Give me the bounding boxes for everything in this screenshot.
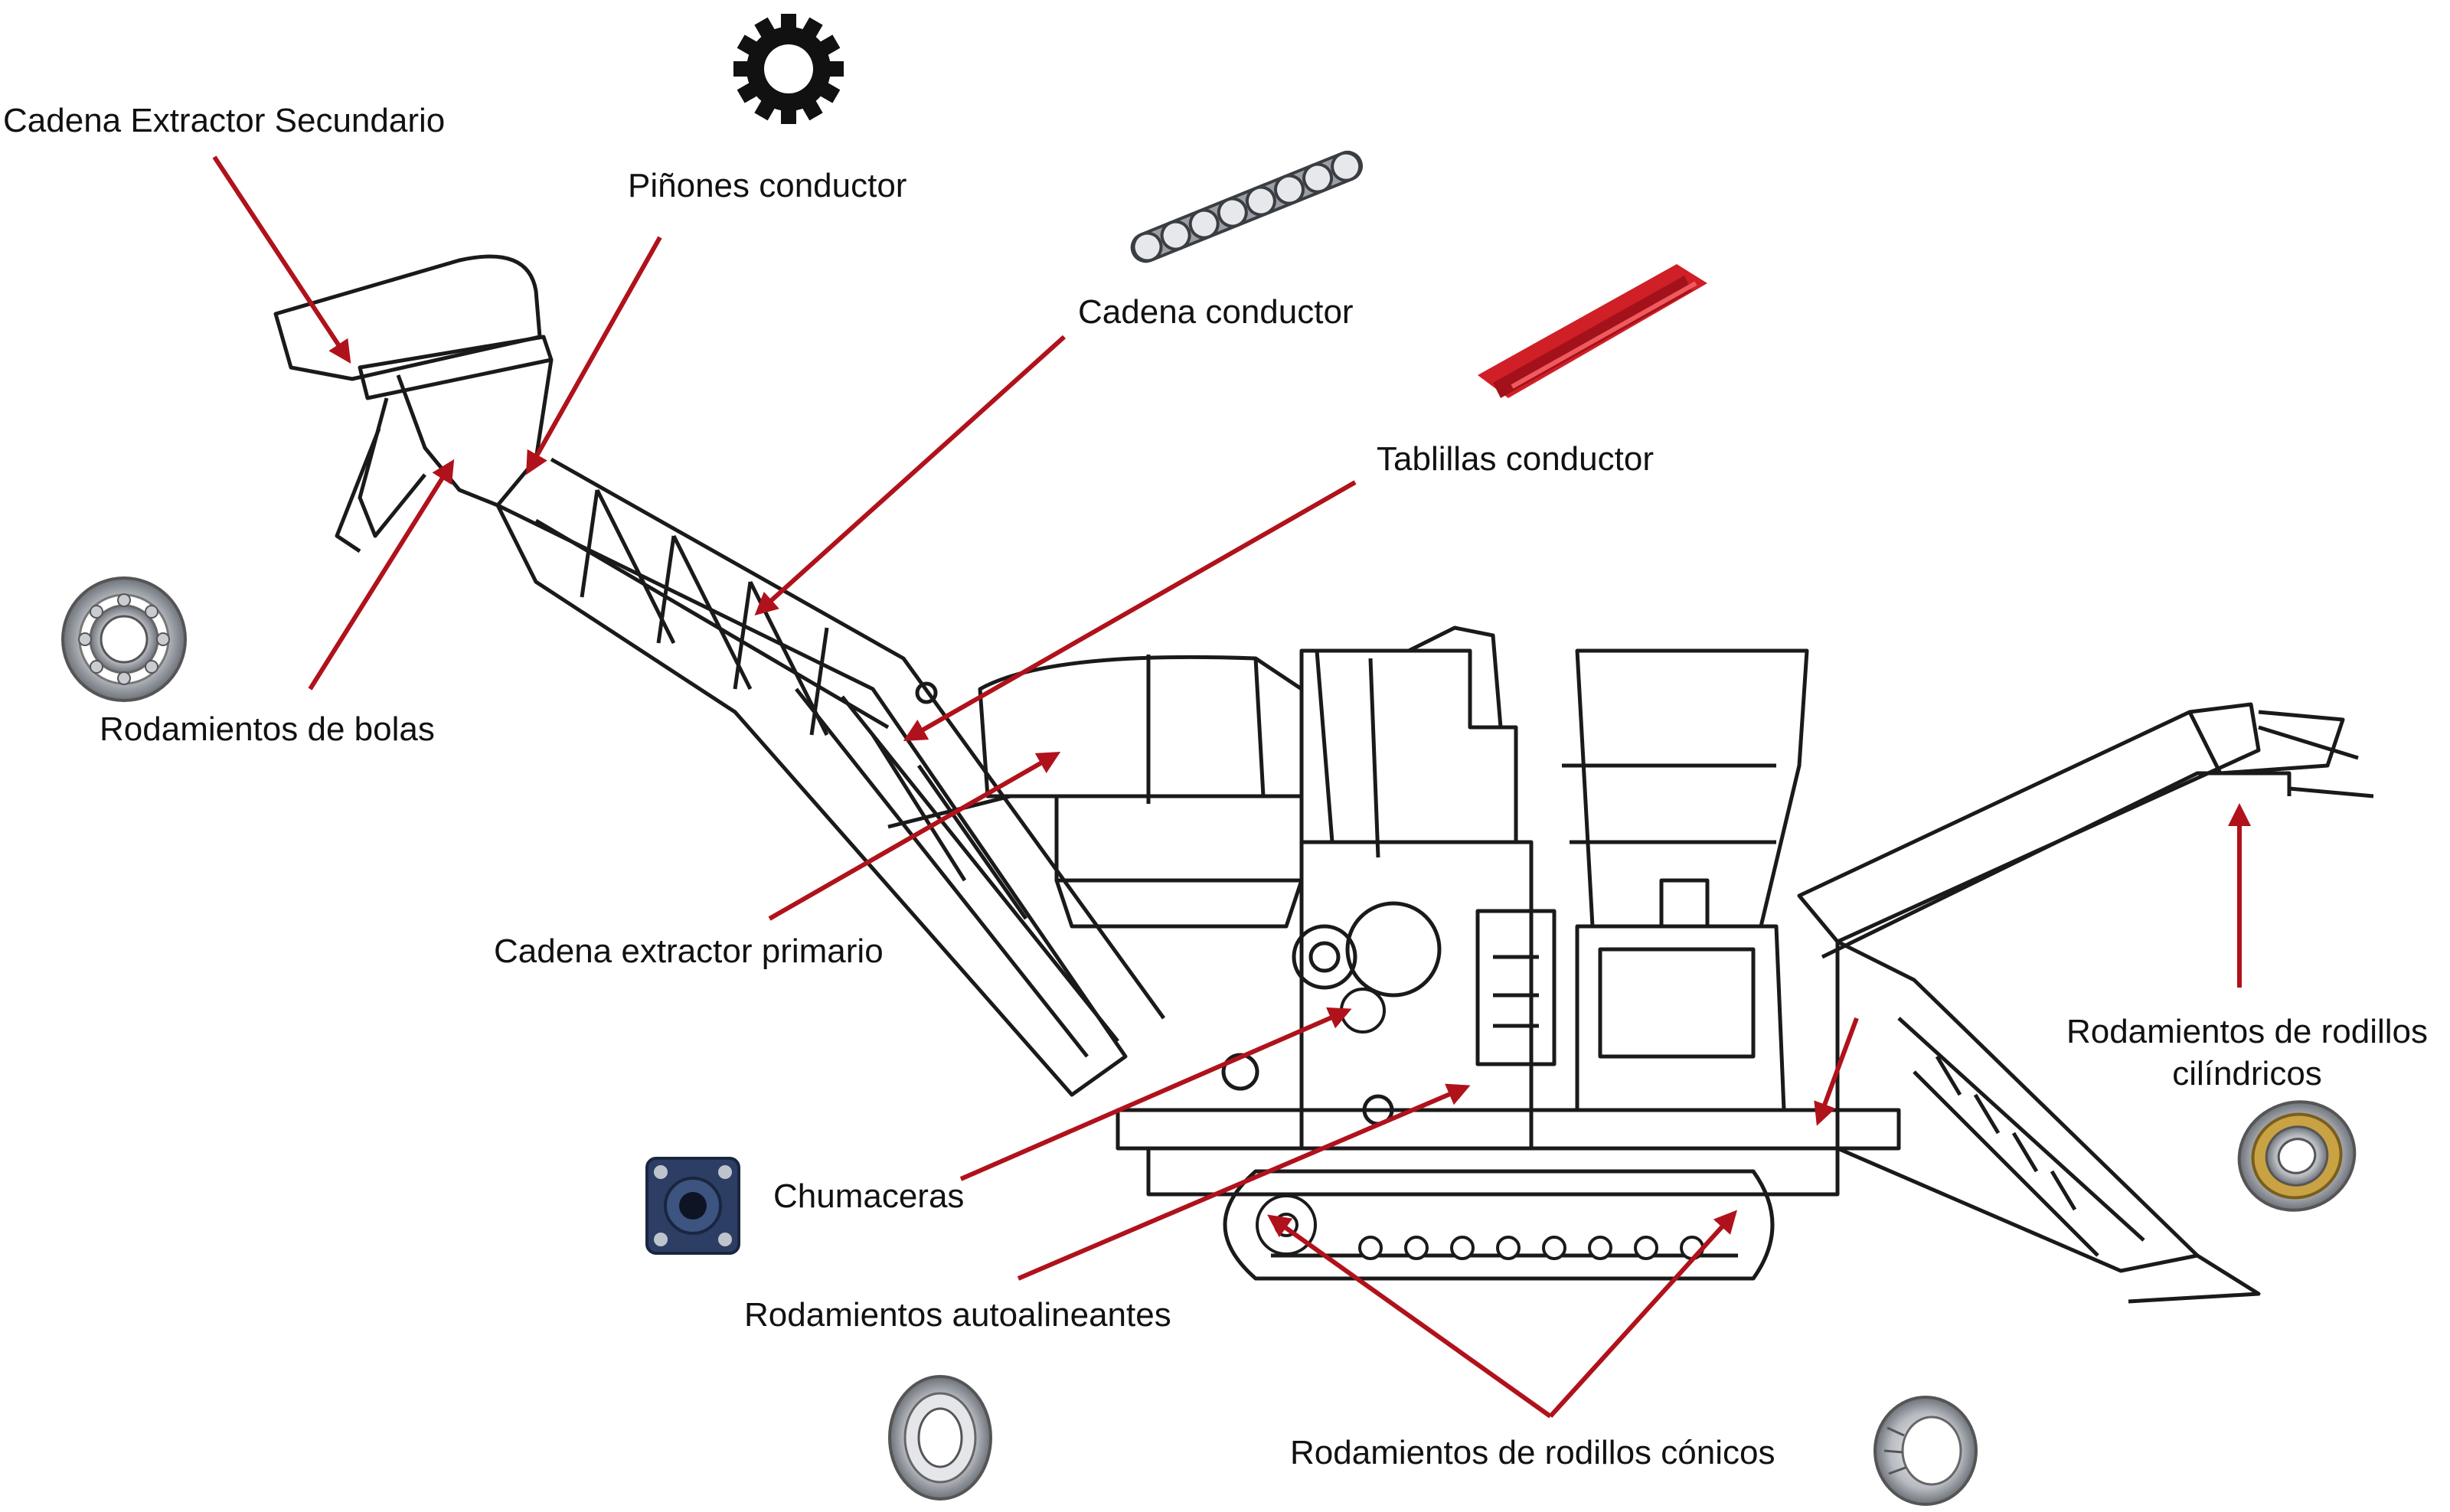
ball-bearing-icon <box>61 576 187 702</box>
sprocket-icon <box>733 14 844 124</box>
arrow-rodillos-cilindricos-2 <box>1814 1017 1859 1126</box>
arrow-rodamientos-de-bolas <box>308 459 455 691</box>
label-tablillas-conductor: Tablillas conductor <box>1377 440 1654 478</box>
label-cadena-extractor-secundario: Cadena Extractor Secundario <box>3 102 446 139</box>
label-rodamientos-rodillos-conicos: Rodamientos de rodillos cónicos <box>1290 1434 1775 1471</box>
track-rollers <box>1256 988 1704 1260</box>
arrow-conicos-right <box>1548 1210 1738 1419</box>
pillow-block-icon <box>645 1157 740 1255</box>
label-rodamientos-autoalineantes: Rodamientos autoalineantes <box>744 1296 1171 1334</box>
label-rodillos-cilindricos-line2: cilíndricos <box>2172 1055 2322 1092</box>
roller-chain-icon <box>1130 150 1364 263</box>
harvester-line-art <box>273 254 2374 1304</box>
arrow-cadena-extractor-secundario <box>212 155 351 364</box>
arrow-conicos-left <box>1267 1214 1552 1419</box>
leader-arrows <box>212 155 2251 1419</box>
arrow-chumaceras <box>959 1007 1352 1181</box>
label-rodamientos-rodillos-cilindricos: Rodamientos de rodillos cilíndricos <box>2063 1011 2431 1095</box>
label-pinones-conductor: Piñones conductor <box>628 167 907 204</box>
label-cadena-conductor: Cadena conductor <box>1078 293 1354 331</box>
label-rodillos-cilindricos-line1: Rodamientos de rodillos <box>2066 1013 2429 1050</box>
arrow-tablillas-conductor <box>903 480 1357 741</box>
tapered-roller-bearing-icon <box>1873 1396 1978 1506</box>
arrow-cadena-conductor <box>754 335 1067 616</box>
red-slat-icon <box>1478 264 1707 398</box>
cylindrical-roller-bearing-icon <box>2237 1100 2357 1212</box>
label-chumaceras: Chumaceras <box>773 1177 965 1215</box>
arrow-pinones-conductor <box>526 236 662 475</box>
deep-groove-bearing-icon <box>888 1375 992 1501</box>
label-cadena-extractor-primario: Cadena extractor primario <box>494 932 884 970</box>
arrow-autoalineantes <box>1017 1083 1471 1281</box>
label-rodamientos-de-bolas: Rodamientos de bolas <box>100 710 435 748</box>
arrow-cadena-extractor-primario <box>768 752 1061 921</box>
